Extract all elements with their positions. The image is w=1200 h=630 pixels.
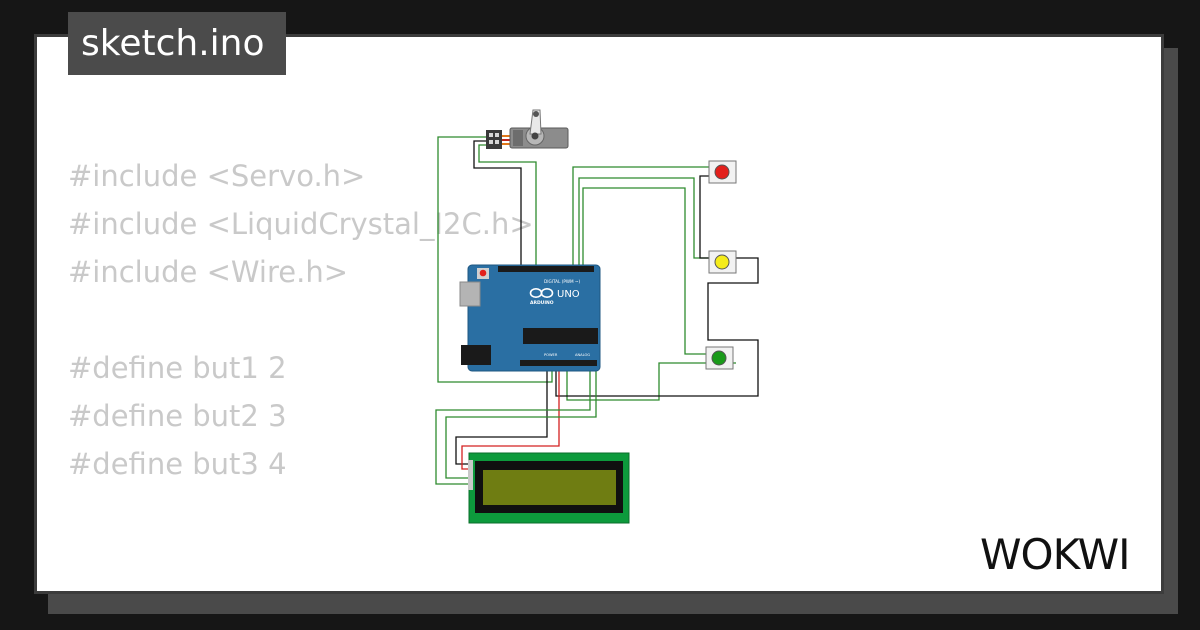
wire-button-green-out [566, 362, 736, 401]
wire-lcd-sda [435, 368, 591, 485]
wokwi-logo: WOKWI [980, 530, 1131, 577]
pushbutton-green[interactable] [705, 346, 734, 370]
pushbutton-red[interactable] [708, 160, 737, 184]
wire-lcd-scl [445, 368, 597, 479]
board-analog-label: ANALOG [575, 353, 590, 357]
code-background: #include <Servo.h> #include <LiquidCryst… [68, 152, 534, 488]
code-line: #define but2 3 [68, 399, 287, 433]
code-line: #include <LiquidCrystal_I2C.h> [68, 207, 534, 241]
code-line: #define but3 4 [68, 447, 287, 481]
wire-button-red [572, 166, 712, 270]
wire-button-gnd [555, 175, 759, 397]
file-tab[interactable]: sketch.ino [68, 12, 286, 75]
pushbutton-yellow[interactable] [708, 250, 737, 274]
wire-lcd-gnd [455, 368, 548, 465]
wires [435, 136, 759, 485]
wokwi-logo-text: WOKWI [980, 530, 1130, 577]
arduino-logo-icon [529, 287, 554, 298]
arduino-uno-board[interactable]: DIGITAL (PWM ~) UNO ARDUINO POWER ANALOG [459, 264, 601, 372]
servo-motor[interactable] [486, 109, 569, 149]
wire-button-yellow [578, 177, 709, 270]
wire-button-green [582, 187, 708, 355]
board-model-label: UNO [557, 289, 580, 300]
wire-servo-vcc [478, 144, 537, 270]
board-brand-label: ARDUINO [530, 300, 554, 306]
board-power-label: POWER [544, 353, 558, 357]
code-line: #include <Servo.h> [68, 159, 366, 193]
wire-servo-signal [437, 136, 553, 383]
wire-lcd-vcc [461, 368, 560, 470]
code-line: #include <Wire.h> [68, 255, 349, 289]
code-line: #define but1 2 [68, 351, 287, 385]
wire-servo-gnd [473, 140, 522, 270]
lcd-display[interactable] [468, 452, 630, 524]
board-digital-label: DIGITAL (PWM ~) [544, 279, 580, 284]
